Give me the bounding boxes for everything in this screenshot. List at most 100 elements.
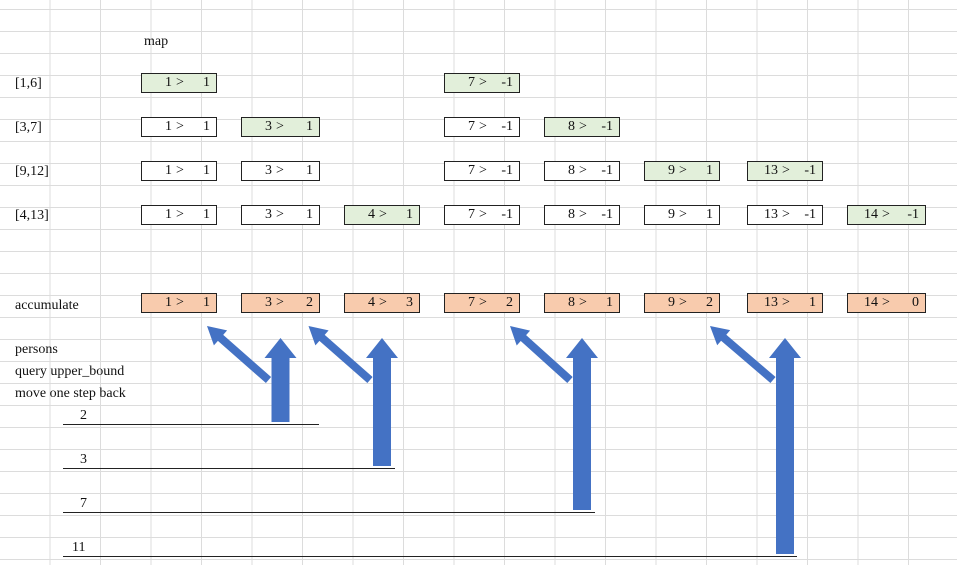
up-arrow [769, 338, 801, 554]
cell-value: -1 [601, 163, 613, 178]
cell-key: 13 [764, 295, 778, 310]
accumulate-cell: 13>1 [747, 293, 823, 313]
cell-value: -1 [501, 163, 513, 178]
row-label: [1,6] [15, 76, 42, 91]
map-cell: 9 >1 [644, 205, 720, 225]
cell-arrow-symbol: > [882, 295, 890, 310]
step-back-arrow [207, 326, 272, 383]
person-value: 7 [80, 496, 87, 511]
cell-arrow-symbol: > [679, 207, 687, 222]
cell-key: 9 [668, 163, 675, 178]
cell-arrow-symbol: > [679, 295, 687, 310]
cell-key: 4 [368, 295, 375, 310]
cell-value: 1 [306, 207, 313, 222]
cell-key: 9 [668, 295, 675, 310]
cell-value: 1 [203, 295, 210, 310]
cell-key: 3 [265, 295, 272, 310]
person-value: 2 [80, 408, 87, 423]
cell-key: 8 [568, 119, 575, 134]
cell-key: 7 [468, 163, 475, 178]
cell-value: 1 [203, 163, 210, 178]
cell-value: -1 [501, 207, 513, 222]
cell-key: 8 [568, 163, 575, 178]
accumulate-cell: 14 >0 [847, 293, 926, 313]
map-cell: 3>1 [241, 117, 320, 137]
cell-arrow-symbol: > [176, 75, 184, 90]
accumulate-cell: 8>1 [544, 293, 620, 313]
cell-arrow-symbol: > [479, 207, 487, 222]
accumulate-cell: 7>2 [444, 293, 520, 313]
cell-value: 0 [912, 295, 919, 310]
map-cell: 8>-1 [544, 205, 620, 225]
step-back-arrow [510, 326, 573, 383]
step-back-arrow [308, 326, 373, 383]
cell-key: 7 [468, 75, 475, 90]
cell-arrow-symbol: > [479, 163, 487, 178]
cell-arrow-symbol: > [882, 207, 890, 222]
cell-value: 2 [306, 295, 313, 310]
cell-value: 1 [203, 119, 210, 134]
map-cell: 7 > -1 [444, 161, 520, 181]
map-cell: 7>-1 [444, 73, 520, 93]
cell-key: 1 [165, 163, 172, 178]
map-cell: 8 > -1 [544, 117, 620, 137]
step-back-arrow [710, 326, 776, 383]
person-line [63, 468, 395, 469]
cell-arrow-symbol: > [579, 207, 587, 222]
note-query: query upper_bound [15, 364, 125, 379]
person-value: 11 [72, 540, 86, 555]
accumulate-cell: 4>3 [344, 293, 420, 313]
map-cell: 13>-1 [747, 161, 823, 181]
map-cell: 13>-1 [747, 205, 823, 225]
cell-arrow-symbol: > [782, 207, 790, 222]
row-label: [4,13] [15, 208, 49, 223]
cell-value: 1 [203, 75, 210, 90]
cell-key: 7 [468, 295, 475, 310]
person-line [63, 556, 797, 557]
cell-arrow-symbol: > [579, 119, 587, 134]
cell-key: 1 [165, 75, 172, 90]
cell-key: 1 [165, 295, 172, 310]
row-label: [9,12] [15, 164, 49, 179]
cell-value: 2 [706, 295, 713, 310]
cell-arrow-symbol: > [276, 295, 284, 310]
map-cell: 14>-1 [847, 205, 926, 225]
up-arrow [366, 338, 398, 466]
note-persons: persons [15, 342, 58, 357]
cell-arrow-symbol: > [782, 295, 790, 310]
cell-key: 14 [864, 295, 878, 310]
cell-key: 3 [265, 207, 272, 222]
note-step-back: move one step back [15, 386, 126, 401]
map-cell: 1 >1 [141, 73, 217, 93]
person-line [63, 424, 319, 425]
up-arrow [566, 338, 598, 510]
cell-value: 1 [706, 163, 713, 178]
cell-value: 1 [706, 207, 713, 222]
cell-key: 7 [468, 119, 475, 134]
cell-arrow-symbol: > [579, 163, 587, 178]
map-cell: 1 >1 [141, 161, 217, 181]
map-cell: 8 > -1 [544, 161, 620, 181]
cell-key: 8 [568, 295, 575, 310]
cell-arrow-symbol: > [176, 295, 184, 310]
person-value: 3 [80, 452, 87, 467]
cell-key: 9 [668, 207, 675, 222]
cell-arrow-symbol: > [176, 163, 184, 178]
map-cell: 3>1 [241, 161, 320, 181]
cell-key: 8 [568, 207, 575, 222]
cell-value: -1 [804, 207, 816, 222]
map-cell: 7 > -1 [444, 205, 520, 225]
map-cell: 1>1 [141, 205, 217, 225]
cell-key: 13 [764, 163, 778, 178]
cell-arrow-symbol: > [479, 295, 487, 310]
cell-arrow-symbol: > [276, 119, 284, 134]
cell-key: 3 [265, 163, 272, 178]
cell-arrow-symbol: > [679, 163, 687, 178]
person-line [63, 512, 595, 513]
cell-value: 1 [203, 207, 210, 222]
cell-value: -1 [601, 119, 613, 134]
cell-key: 7 [468, 207, 475, 222]
cell-value: -1 [907, 207, 919, 222]
map-cell: 7>-1 [444, 117, 520, 137]
